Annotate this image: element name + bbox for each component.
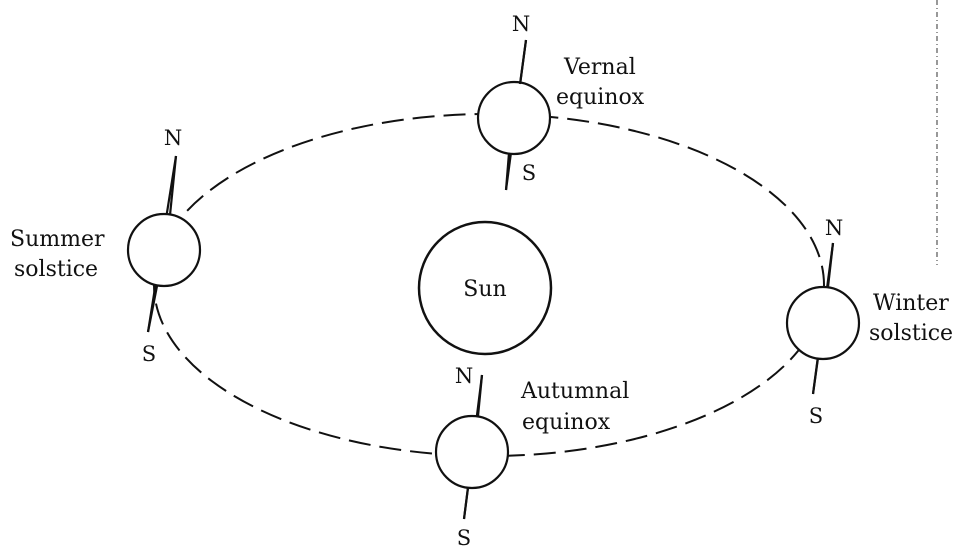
- north-pole-label: N: [825, 216, 843, 240]
- earth-summer-solstice: N S Summer solstice: [10, 126, 200, 366]
- earth-circle: [787, 287, 859, 359]
- earth-circle: [128, 214, 200, 286]
- north-pole-label: N: [455, 364, 473, 388]
- earth-vernal-equinox: N S Vernal equinox: [478, 12, 645, 190]
- earth-axis-south: [148, 286, 157, 332]
- winter-label-line1: Winter: [873, 291, 949, 316]
- south-pole-label: S: [522, 161, 536, 185]
- earth-axis-north: [520, 40, 526, 84]
- earth-autumnal-equinox: N S Autumnal equinox: [436, 364, 629, 549]
- winter-label-line2: solstice: [869, 321, 953, 346]
- north-pole-label: N: [164, 126, 182, 150]
- earth-winter-solstice: N S Winter solstice: [787, 216, 953, 428]
- summer-label-line1: Summer: [10, 227, 105, 252]
- earth-axis-south: [506, 153, 509, 190]
- vernal-label-line1: Vernal: [563, 55, 636, 80]
- north-pole-label: N: [512, 12, 530, 36]
- south-pole-label: S: [142, 342, 156, 366]
- earth-circle: [478, 82, 550, 154]
- earth-circle: [436, 416, 508, 488]
- summer-label-line2: solstice: [14, 257, 98, 282]
- south-pole-label: S: [457, 526, 471, 549]
- south-pole-label: S: [809, 404, 823, 428]
- vernal-label-line2: equinox: [556, 85, 645, 110]
- earth-axis-south: [813, 358, 818, 394]
- earth-axis-north: [828, 243, 833, 287]
- autumnal-label-line1: Autumnal: [520, 379, 629, 404]
- earth-axis-south: [464, 488, 468, 519]
- autumnal-label-line2: equinox: [522, 410, 611, 435]
- sun-label: Sun: [463, 277, 506, 302]
